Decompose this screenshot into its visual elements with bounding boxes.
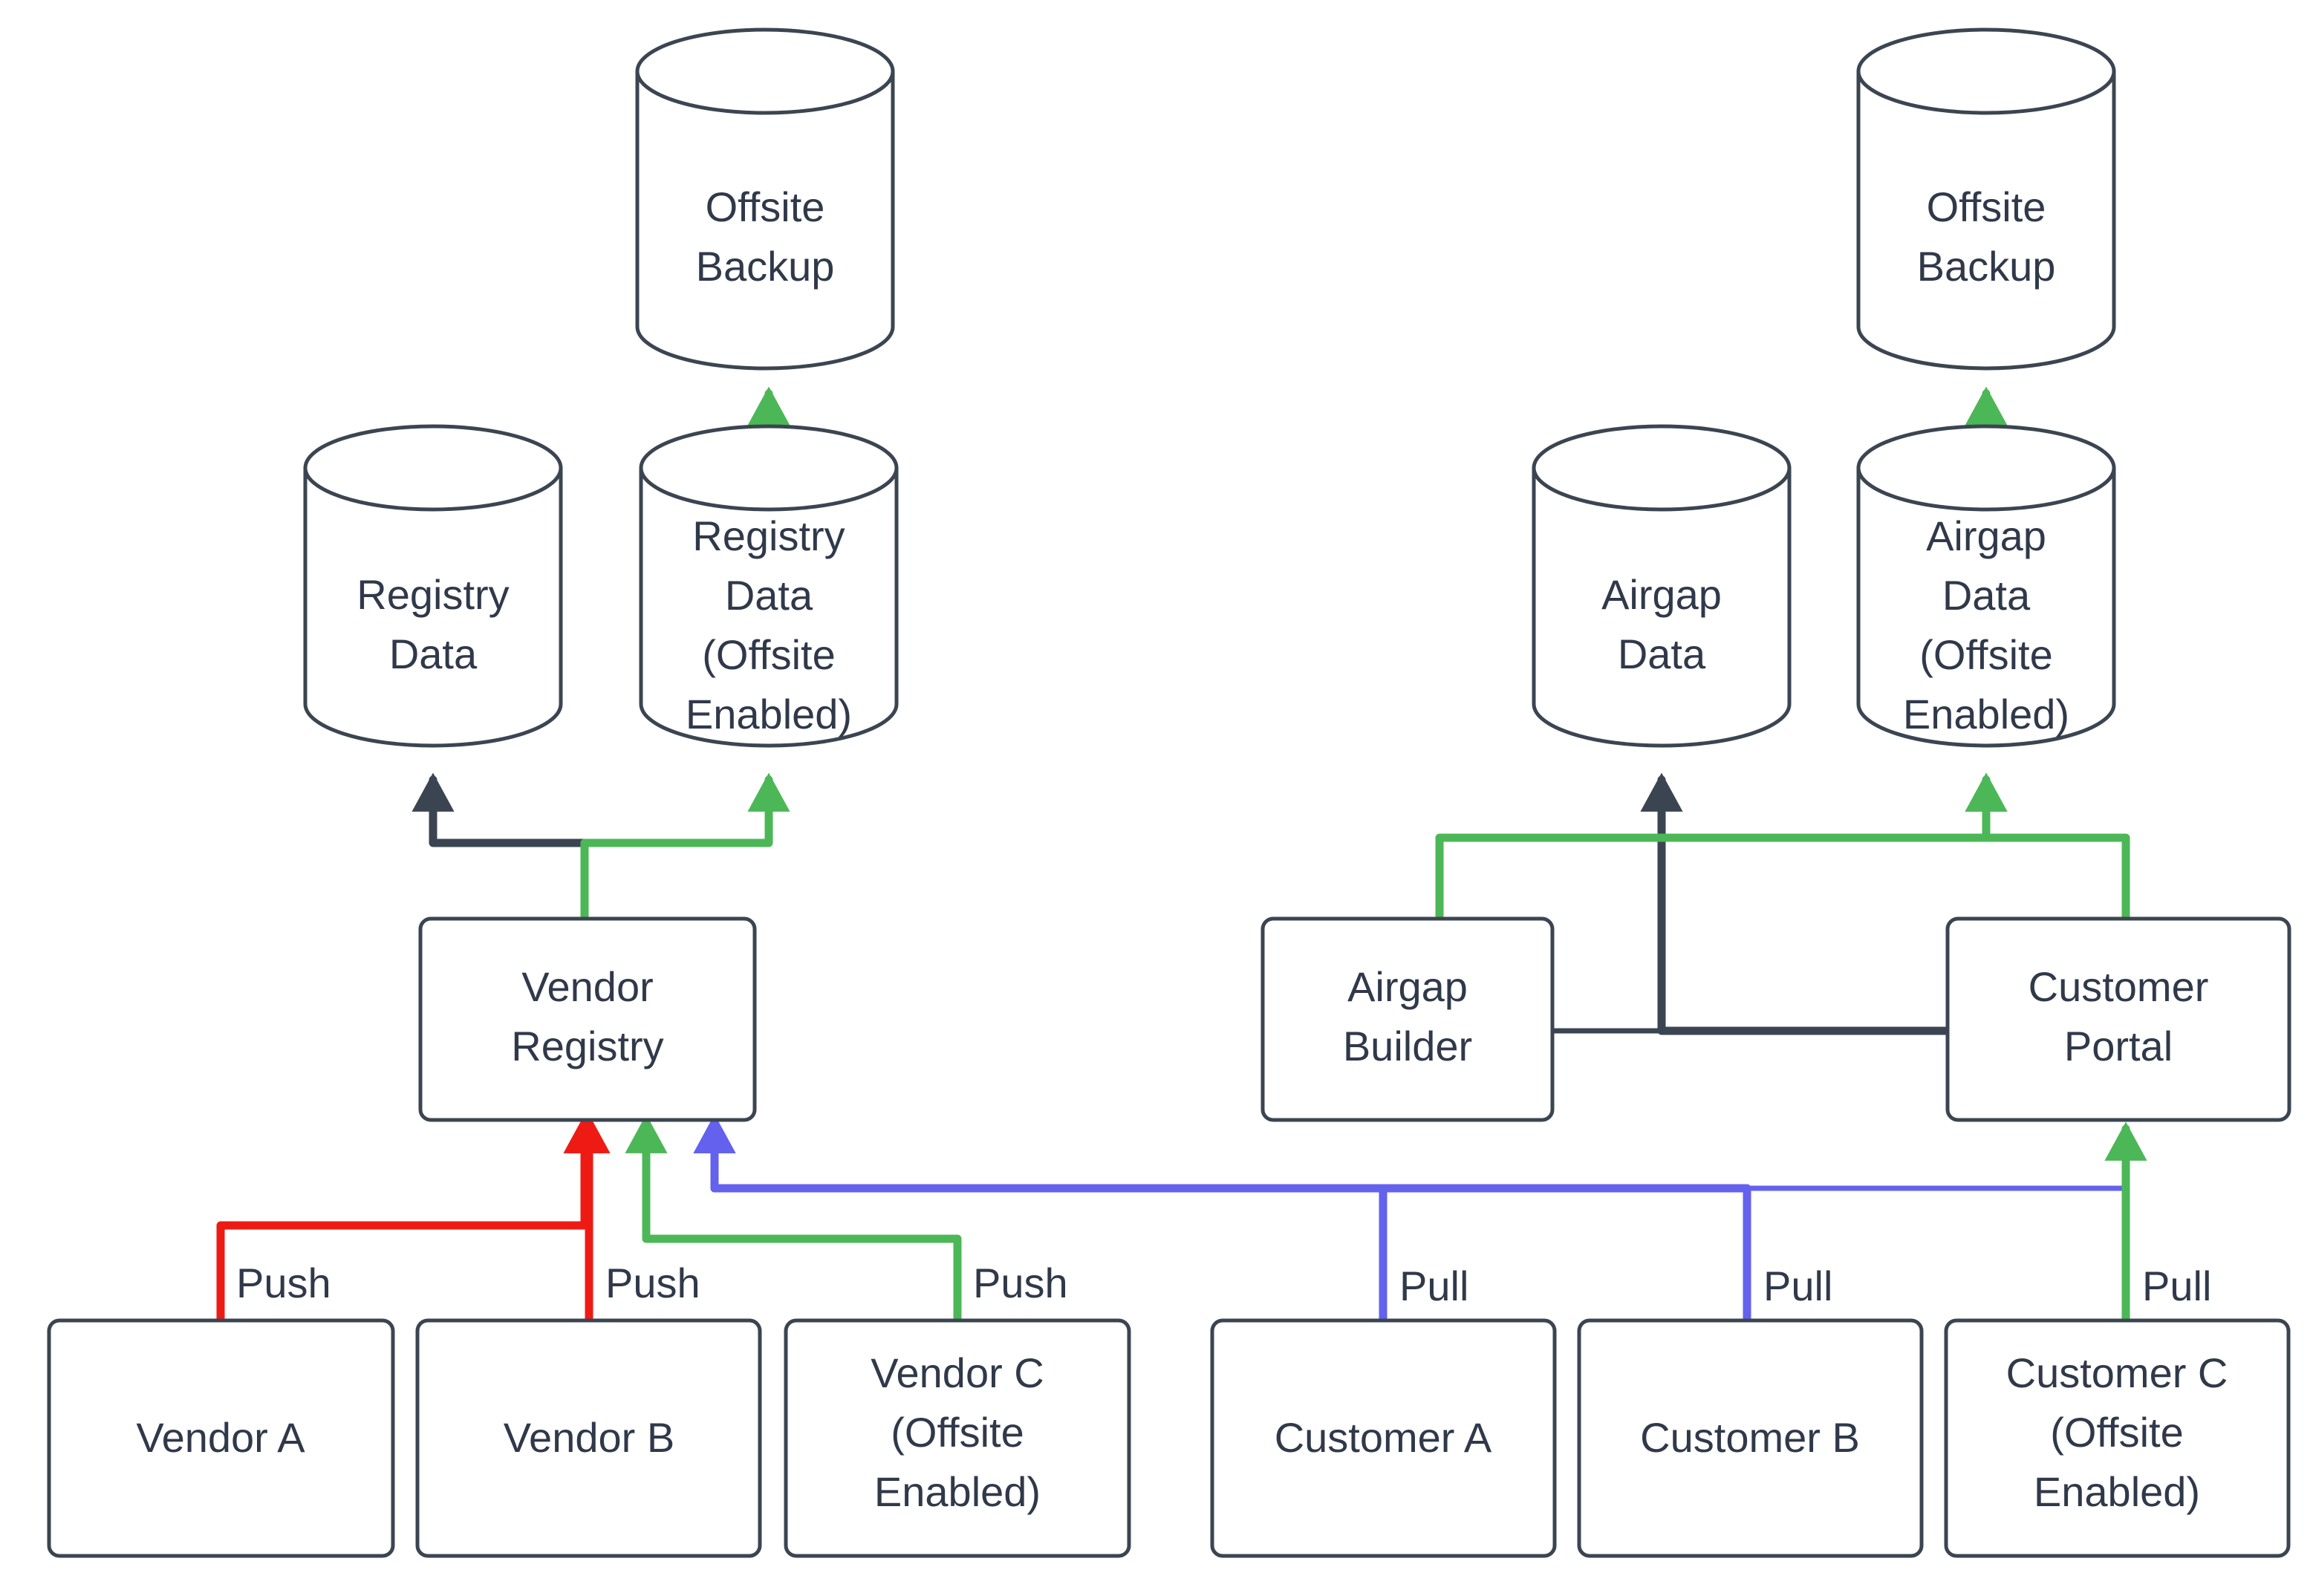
node-customer-a[interactable]: Customer A <box>1210 1318 1557 1558</box>
customer-portal-box <box>1945 916 2291 1122</box>
customer-c-label-line2: (Offsite <box>2050 1409 2183 1456</box>
airgap-builder-label-line1: Airgap <box>1347 963 1468 1010</box>
node-airgap-builder[interactable]: Airgap Builder <box>1260 916 1555 1122</box>
node-airgap-data-offsite[interactable]: Airgap Data (Offsite Enabled) <box>1856 424 2116 748</box>
offsite-backup-left-cylinder-top <box>635 27 895 115</box>
edge-vendor-a-push <box>216 1114 606 1323</box>
vendor-registry-label-line1: Vendor <box>521 963 654 1010</box>
registry-data-label-line1: Registry <box>357 571 509 618</box>
airgap-data-cylinder-top <box>1532 424 1792 512</box>
registry-data-cylinder-top <box>303 424 563 512</box>
registry-data-offsite-label-line1: Registry <box>692 512 845 559</box>
customer-c-label-line1: Customer C <box>2006 1349 2228 1396</box>
edges-layer <box>216 386 2147 1323</box>
node-customer-portal[interactable]: Customer Portal <box>1945 916 2291 1122</box>
airgap-data-cylinder-body <box>1532 466 1792 748</box>
edge-label-customer-b-pull: Pull <box>1763 1263 1832 1309</box>
offsite-backup-left-label-line2: Backup <box>696 243 835 290</box>
airgap-data-offsite-cylinder-top <box>1856 424 2116 512</box>
edge-customer-portal-to-airgap-data <box>1640 772 1952 1035</box>
edge-label-customer-a-pull: Pull <box>1399 1263 1468 1309</box>
registry-data-offsite-label-line4: Enabled) <box>686 691 852 737</box>
edge-label-vendor-b-push: Push <box>605 1260 700 1306</box>
edge-customer-b-pull <box>693 1114 1751 1323</box>
registry-data-label-line2: Data <box>389 631 478 677</box>
node-vendor-a[interactable]: Vendor A <box>47 1318 395 1558</box>
airgap-data-offsite-label-line3: (Offsite <box>1919 631 2052 678</box>
airgap-builder-box <box>1260 916 1555 1122</box>
edge-vendor-c-push <box>625 1114 962 1323</box>
vendor-a-label-line1: Vendor A <box>136 1414 305 1461</box>
offsite-backup-right-cylinder-body <box>1856 69 2116 371</box>
offsite-backup-right-label-line2: Backup <box>1917 243 2056 290</box>
airgap-data-offsite-label-line4: Enabled) <box>1903 691 2069 737</box>
airgap-data-label-line1: Airgap <box>1601 571 1722 618</box>
node-airgap-data[interactable]: Airgap Data <box>1532 424 1792 748</box>
vendor-c-label-line2: (Offsite <box>891 1409 1024 1456</box>
edge-label-vendor-c-push: Push <box>973 1260 1068 1306</box>
vendor-b-label-line1: Vendor B <box>504 1414 674 1461</box>
node-vendor-registry[interactable]: Vendor Registry <box>418 916 757 1122</box>
airgap-builder-label-line2: Builder <box>1343 1023 1472 1069</box>
vendor-b-box <box>415 1318 762 1558</box>
offsite-backup-right-label-line1: Offsite <box>1927 183 2046 230</box>
edge-vendor-registry-to-registry-data-offsite <box>580 772 790 922</box>
offsite-backup-left-cylinder-body <box>635 69 895 371</box>
node-registry-data-offsite[interactable]: Registry Data (Offsite Enabled) <box>639 424 899 748</box>
registry-data-offsite-cylinder-top <box>639 424 899 512</box>
node-customer-b[interactable]: Customer B <box>1577 1318 1924 1558</box>
customer-portal-label-line1: Customer <box>2029 963 2209 1010</box>
offsite-backup-left-label-line1: Offsite <box>706 183 825 230</box>
airgap-data-label-line2: Data <box>1618 631 1706 677</box>
edge-label-customer-c-pull: Pull <box>2142 1263 2211 1309</box>
customer-b-label-line1: Customer B <box>1640 1414 1860 1461</box>
edge-airgap-builder-to-airgap-offsite <box>1435 772 2008 922</box>
customer-a-label-line1: Customer A <box>1275 1414 1492 1461</box>
vendor-a-box <box>47 1318 395 1558</box>
vendor-registry-label-line2: Registry <box>511 1023 663 1069</box>
vendor-c-label-line3: Enabled) <box>874 1468 1041 1515</box>
customer-b-box <box>1577 1318 1924 1558</box>
registry-data-offsite-label-line3: (Offsite <box>702 631 835 678</box>
customer-c-box <box>1944 1318 2291 1558</box>
customer-portal-label-line2: Portal <box>2064 1023 2173 1069</box>
vendor-c-box <box>784 1318 1131 1558</box>
registry-data-offsite-label-line2: Data <box>725 572 813 619</box>
customer-c-label-line3: Enabled) <box>2034 1468 2200 1515</box>
node-customer-c[interactable]: Customer C (Offsite Enabled) <box>1944 1318 2291 1558</box>
edge-labels-layer: Push Push Push Pull Pull Pull <box>236 1260 2211 1309</box>
airgap-data-offsite-label-line2: Data <box>1942 572 2031 619</box>
offsite-backup-right-cylinder-top <box>1856 27 2116 115</box>
vendor-registry-box <box>418 916 757 1122</box>
airgap-data-offsite-label-line1: Airgap <box>1926 512 2046 559</box>
registry-data-offsite-cylinder-body <box>639 466 899 748</box>
node-offsite-backup-left[interactable]: Offsite Backup <box>635 27 895 371</box>
edge-customer-portal-to-airgap-offsite <box>1965 772 2130 922</box>
node-registry-data[interactable]: Registry Data <box>303 424 563 748</box>
customer-a-box <box>1210 1318 1557 1558</box>
node-offsite-backup-right[interactable]: Offsite Backup <box>1856 27 2116 371</box>
vendor-c-label-line1: Vendor C <box>871 1349 1044 1396</box>
registry-data-cylinder-body <box>303 466 563 748</box>
node-vendor-b[interactable]: Vendor B <box>415 1318 762 1558</box>
edge-vendor-registry-to-registry-data <box>411 772 589 922</box>
edge-label-vendor-a-push: Push <box>236 1260 331 1306</box>
airgap-data-offsite-cylinder-body <box>1856 466 2116 748</box>
node-vendor-c[interactable]: Vendor C (Offsite Enabled) <box>784 1318 1131 1558</box>
